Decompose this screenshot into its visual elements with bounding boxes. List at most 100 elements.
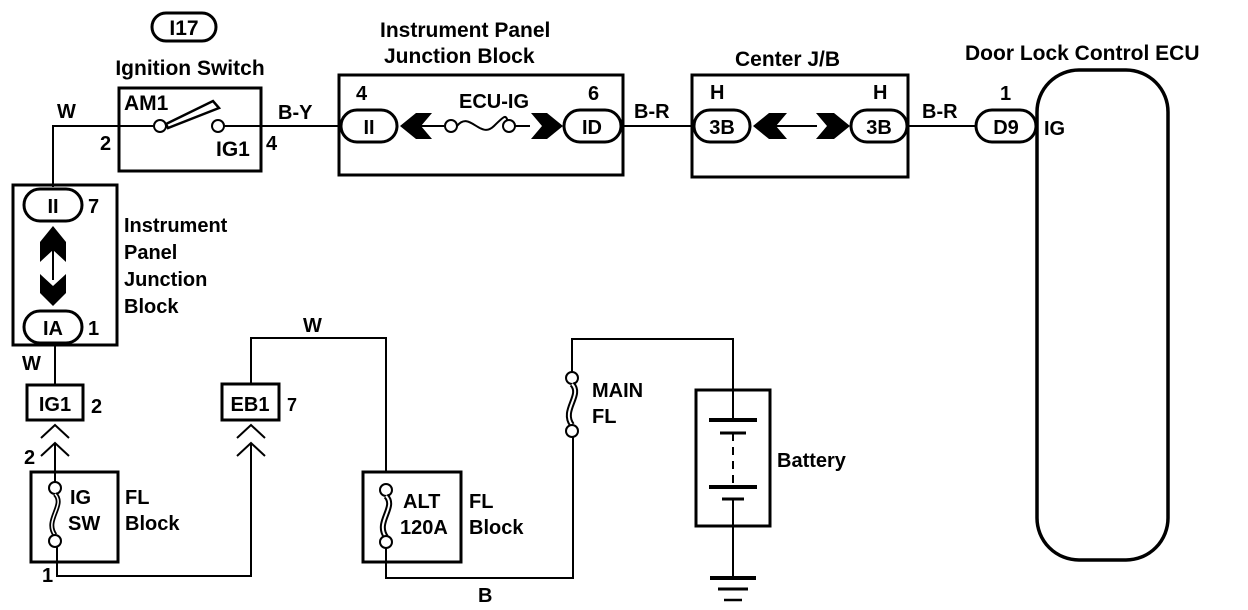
main-fusible-link: MAIN FL	[565, 338, 734, 438]
fuse-terminal-icon	[379, 483, 393, 497]
wire-color-label: B-R	[922, 101, 958, 123]
eb1-connector: EB1 7	[220, 382, 297, 457]
switch-contact-icon	[153, 119, 167, 133]
connector-label: 3B	[866, 117, 892, 139]
fuse-terminal-icon	[565, 424, 579, 438]
fuse-terminal-icon	[444, 119, 458, 133]
connector-3b-left	[692, 108, 752, 144]
wire-color-label: B-R	[634, 101, 670, 123]
wire-color-label: B-Y	[278, 102, 313, 124]
connector-label: II	[47, 196, 58, 218]
ecu-title: Door Lock Control ECU	[965, 42, 1200, 65]
block-label-line1: FL	[469, 491, 493, 513]
fl-block-alt: ALT 120A FL Block	[361, 470, 524, 564]
ignition-switch-title: Ignition Switch	[115, 57, 264, 80]
pin-label: 1	[88, 318, 99, 340]
wire-color-label: W	[57, 101, 76, 123]
fuse-label-line2: SW	[68, 513, 100, 535]
pin-label: 6	[588, 83, 599, 105]
wire-igsw-eb1	[56, 444, 252, 577]
ipjb-box	[337, 73, 625, 177]
connector-3b-right	[849, 108, 909, 144]
block-label-line1: FL	[125, 487, 149, 509]
connector-label: 3B	[709, 117, 735, 139]
connector-label: D9	[993, 117, 1019, 139]
battery: Battery	[694, 388, 847, 602]
ipjb-left-title-line1: Instrument	[124, 215, 228, 237]
fuse-label-line1: IG	[70, 487, 91, 509]
pin-4-label: 4	[266, 133, 278, 155]
pin-label: H	[873, 82, 887, 104]
ipjb-title-line2: Junction Block	[384, 45, 535, 68]
ignition-switch: I17 Ignition Switch AM1 IG1 2 4	[100, 11, 278, 173]
fuse-label: ECU-IG	[459, 91, 529, 113]
ground-icon	[710, 576, 756, 602]
pin-label: 7	[88, 196, 99, 218]
ipjb-left-title-line3: Junction	[124, 269, 207, 291]
pin-label: 1	[42, 565, 53, 587]
connector-arrow-icon	[753, 113, 787, 139]
wire-color-label: W	[303, 315, 322, 337]
connector-arrow-icon	[40, 274, 66, 306]
ig1-box	[25, 383, 85, 422]
main-fl-line2: FL	[592, 406, 616, 428]
fuse-terminal-icon	[502, 119, 516, 133]
pin-label: H	[710, 82, 724, 104]
connector-id-text: I17	[169, 17, 198, 40]
connector-ia	[22, 309, 84, 345]
ip-junction-block-left: II 7 IA 1 Instrument Panel Junction Bloc…	[11, 183, 228, 347]
ip-junction-block-top: Instrument Panel Junction Block 4 II ECU…	[337, 19, 625, 177]
connector-ii	[339, 108, 399, 144]
ipjb-title-line1: Instrument Panel	[380, 19, 550, 42]
center-junction-block: Center J/B H 3B H 3B	[690, 48, 910, 179]
fuse-label-line1: ALT	[403, 491, 440, 513]
pin-label: 4	[356, 83, 368, 105]
wire-color-label: B	[478, 585, 492, 607]
ecu-body	[1035, 68, 1170, 562]
connector-label: ID	[582, 117, 602, 139]
fl-block-box	[29, 470, 120, 564]
connector-id	[562, 108, 623, 144]
connector-label: IG1	[39, 394, 71, 416]
fuse-terminal-icon	[379, 535, 393, 549]
switch-lever-icon	[164, 99, 222, 130]
connector-arrow-icon	[400, 113, 432, 139]
fuse-terminal-icon	[565, 371, 579, 385]
connector-id-badge	[150, 11, 218, 43]
connector-label: II	[363, 117, 374, 139]
ig1-connector: IG1 2 2	[24, 383, 102, 472]
connector-mate-icon	[40, 423, 70, 439]
pin-label: 2	[91, 396, 102, 418]
fuse-label-line2: 120A	[400, 517, 448, 539]
ecu-terminal-label: IG	[1044, 118, 1065, 140]
pin-label: 7	[287, 395, 297, 415]
block-label-line2: Block	[469, 517, 524, 539]
connector-arrow-icon	[531, 113, 563, 139]
connector-label: IA	[43, 318, 63, 340]
connector-mate-icon	[236, 423, 266, 439]
center-jb-title: Center J/B	[735, 48, 840, 71]
connector-label: EB1	[231, 394, 270, 416]
wire-color-label: W	[22, 353, 41, 375]
ipjb-left-box	[11, 183, 119, 347]
pin-label: 1	[1000, 83, 1011, 105]
fuse-icon	[456, 116, 511, 131]
pin-label: 2	[24, 447, 35, 469]
main-fl-line1: MAIN	[592, 380, 643, 402]
battery-label: Battery	[777, 450, 847, 472]
ig1-label: IG1	[216, 138, 250, 161]
fl-block-box	[361, 470, 463, 564]
fuse-terminal-icon	[48, 481, 62, 495]
connector-arrow-icon	[40, 226, 66, 262]
am1-label: AM1	[124, 92, 169, 115]
wire-b	[385, 436, 574, 579]
connector-mate-icon	[236, 441, 266, 457]
ipjb-left-title-line2: Panel	[124, 242, 177, 264]
connector-ii	[22, 187, 84, 223]
wire-w-top	[52, 125, 119, 187]
pin-2-label: 2	[100, 133, 111, 155]
switch-contact-icon	[211, 119, 225, 133]
ignition-switch-box	[117, 86, 263, 173]
door-lock-control-ecu: Door Lock Control ECU 1 D9 IG	[965, 42, 1200, 562]
